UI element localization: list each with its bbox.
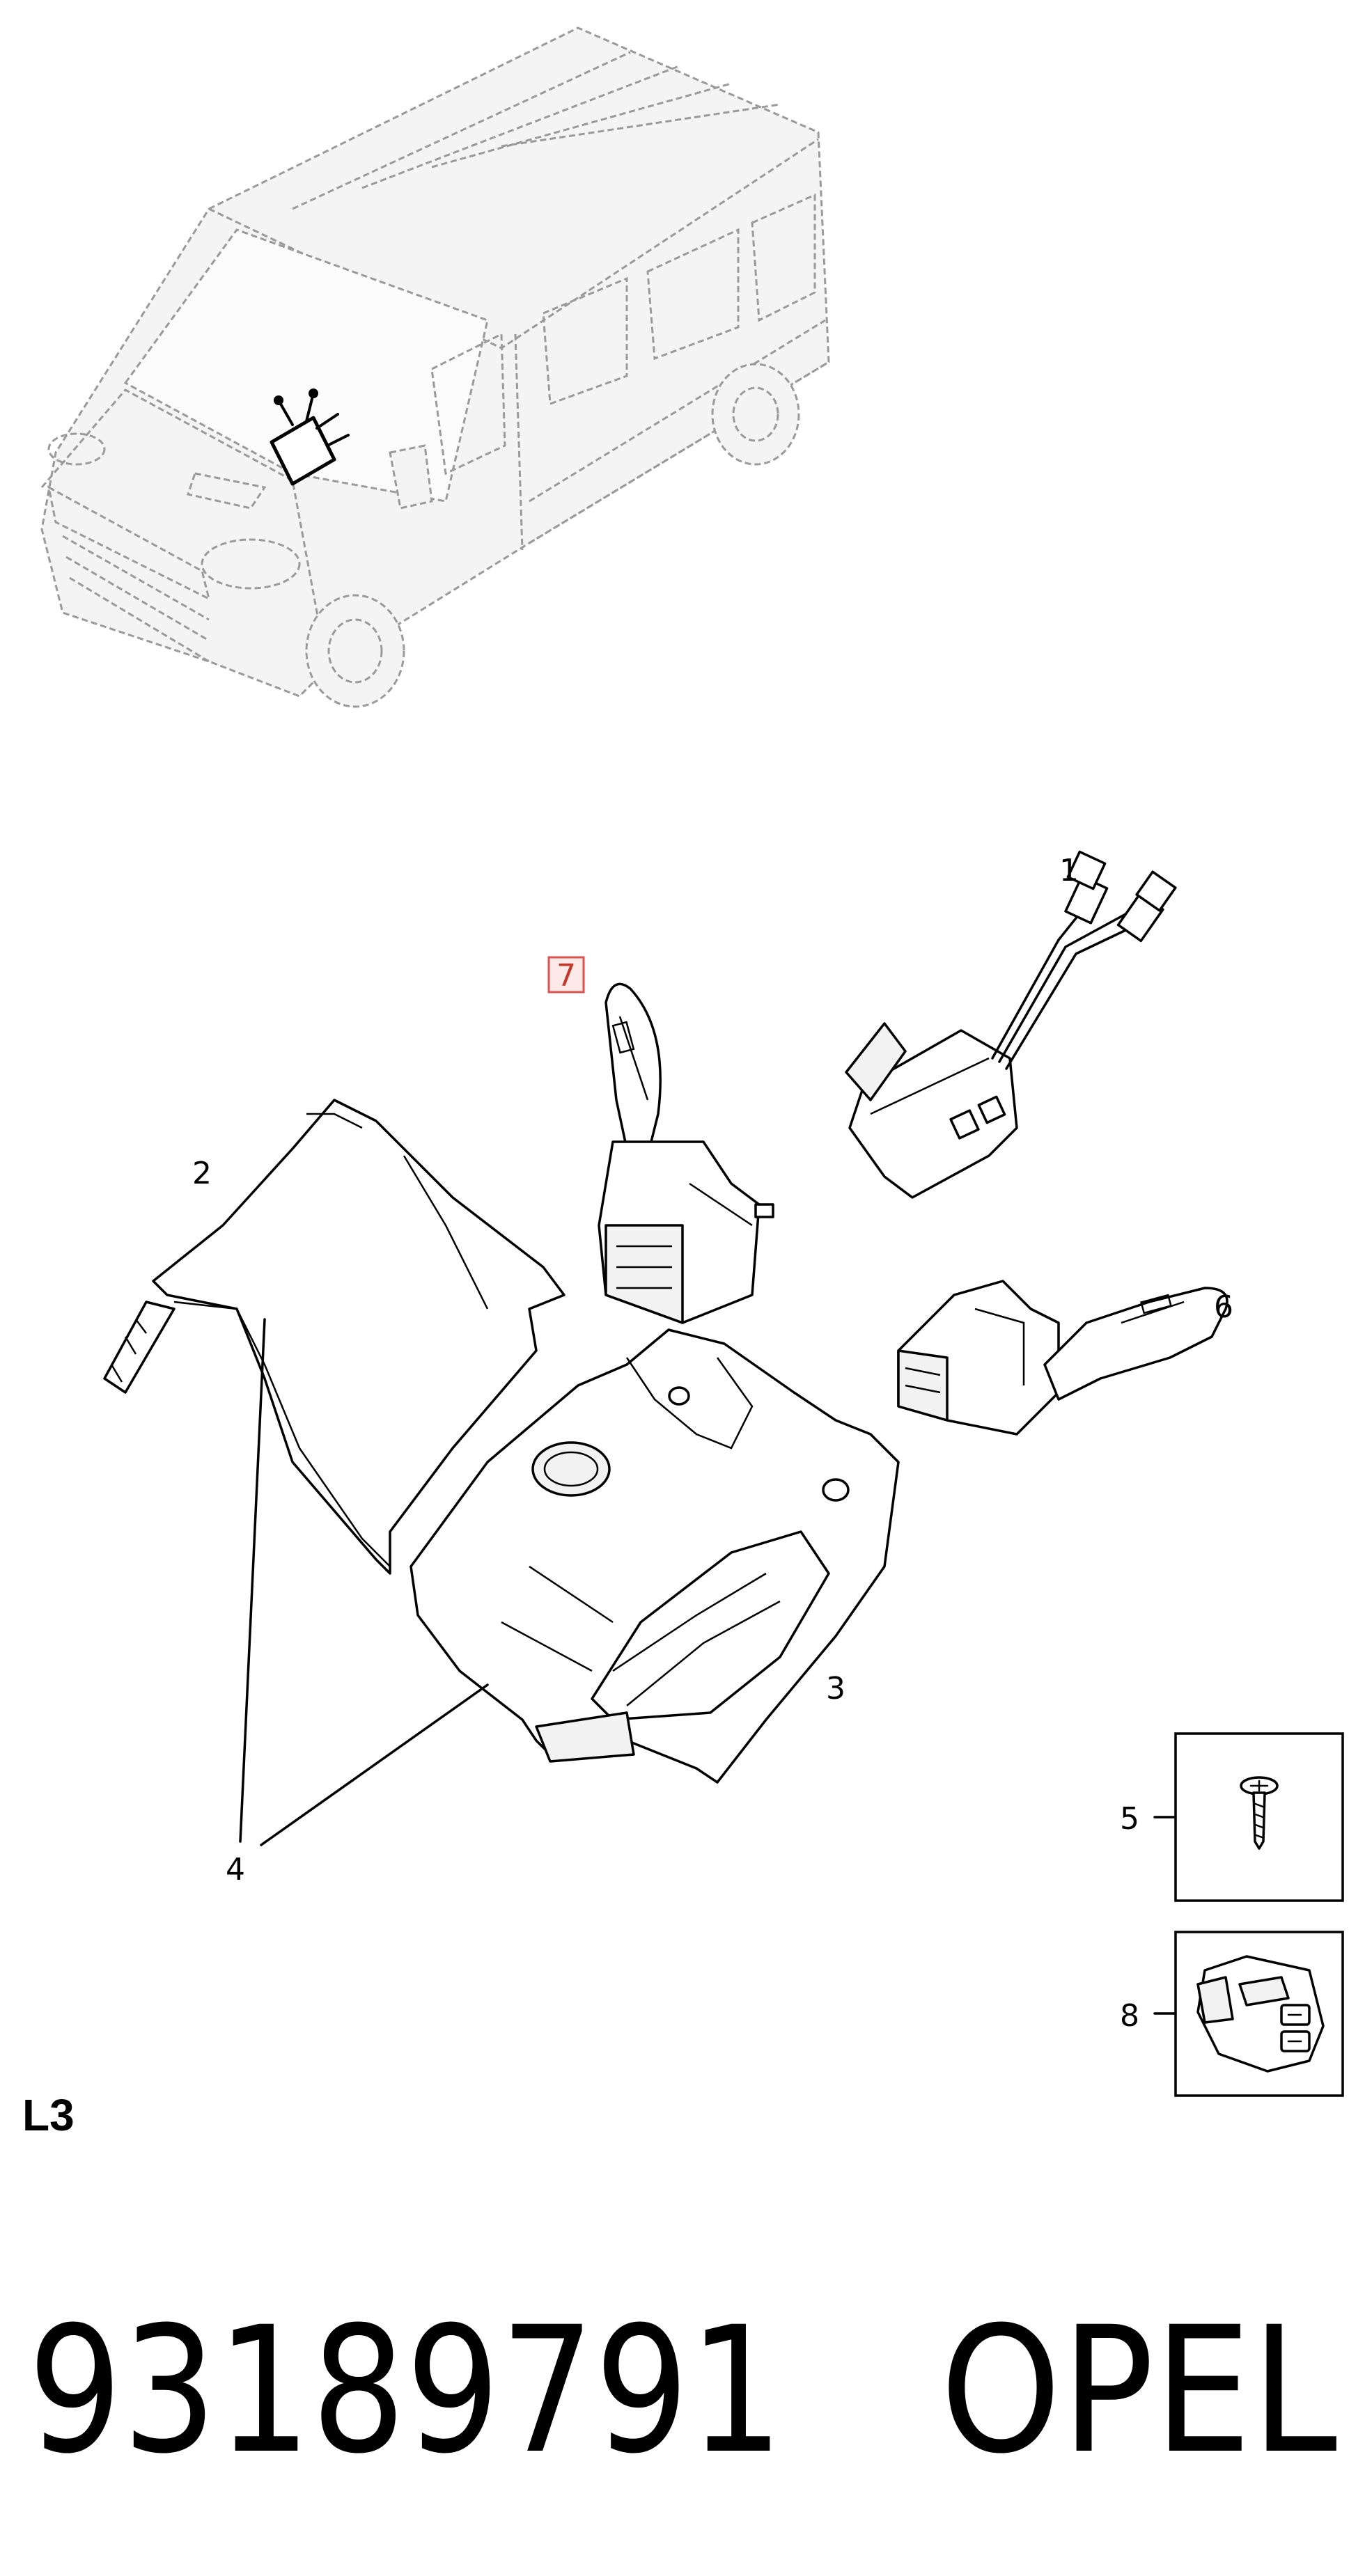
part-number: 93189791 [28, 2289, 783, 2492]
callout-3: 3 [826, 1671, 845, 1706]
part-2-upper-shroud [103, 1099, 566, 1575]
callout-4: 4 [226, 1852, 245, 1887]
switch-module-icon [1196, 1955, 1325, 2073]
screw-icon [1240, 1776, 1279, 1850]
group-code: L3 [22, 2090, 75, 2140]
callout-7-highlighted: 7 [547, 956, 585, 994]
part-1-switch-with-harness [845, 850, 1177, 1199]
callout-8: 8 [1120, 1998, 1139, 2034]
part-6-indicator-stalk [897, 1280, 1228, 1436]
brand-name: OPEL [940, 2289, 1337, 2492]
callout-7: 7 [556, 958, 576, 994]
callout-2: 2 [192, 1156, 212, 1191]
callout-1: 1 [1059, 853, 1079, 888]
part-4-leaders [239, 1318, 489, 1846]
callout-5: 5 [1120, 1801, 1139, 1837]
inset-box-8 [1153, 1931, 1344, 2097]
van-illustration [40, 26, 830, 708]
callout-6: 6 [1214, 1289, 1233, 1325]
part-3-lower-shroud [410, 1328, 900, 1784]
inset-box-5 [1153, 1732, 1344, 1902]
part-7-wiper-stalk [598, 982, 774, 1324]
switch-location-marker [270, 388, 350, 486]
